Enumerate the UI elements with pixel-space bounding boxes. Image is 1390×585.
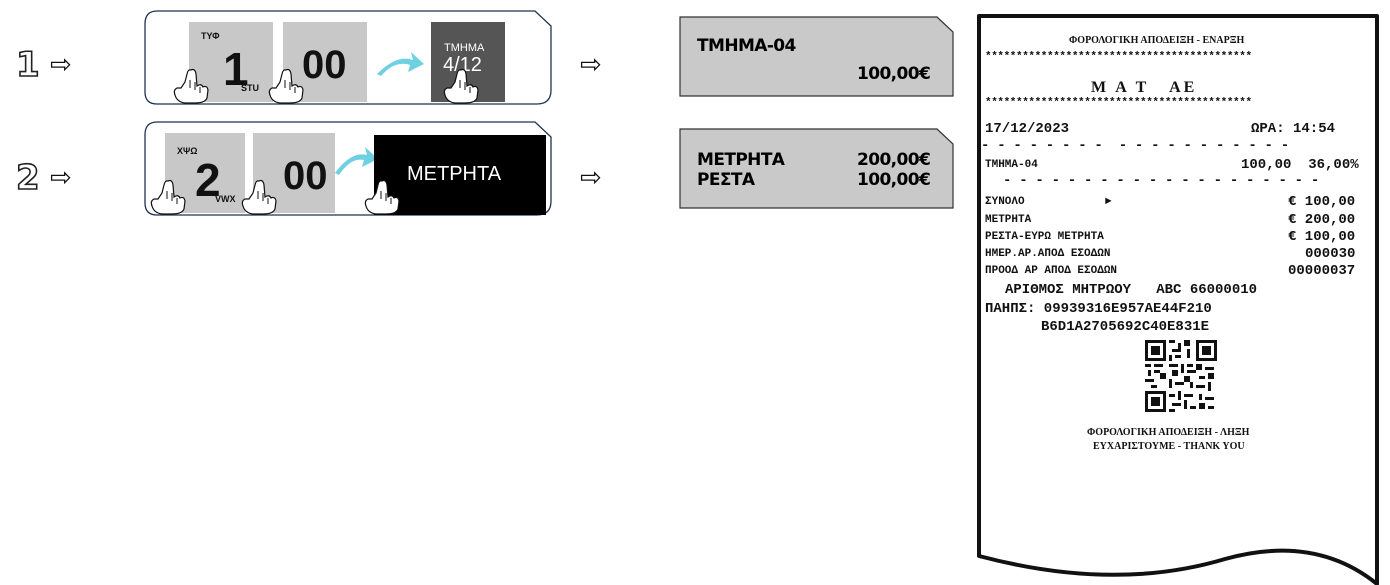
key-department-4-12[interactable]: ΤΜΗΜΑ 4/12 bbox=[431, 22, 505, 102]
receipt-register: ΑΡΙΘΜΟΣ ΜΗΤΡΩΟΥ ABC 66000010 bbox=[1005, 282, 1258, 298]
receipt-date: 17/12/2023 bbox=[985, 121, 1070, 137]
receipt-prog-label: ΠΡΟΟΔ ΑΡ ΑΠΟΔ ΕΣΟΔΩΝ bbox=[985, 265, 1118, 277]
receipt-daily-label: ΗΜΕΡ.ΑΡ.ΑΠΟΔ ΕΣΟΔΩΝ bbox=[985, 248, 1111, 260]
key-2-main-label: 2 bbox=[195, 154, 221, 206]
key-1-top-label: ΤΥΦ bbox=[201, 31, 220, 41]
tap-hand-icon bbox=[268, 68, 304, 104]
receipt-stars: ****************************************… bbox=[985, 97, 1252, 109]
receipt-total-marker: ► bbox=[1105, 196, 1112, 208]
receipt-signature-2: B6D1A2705692C40E831E bbox=[1041, 319, 1210, 335]
key-2-bottom-label: VWX bbox=[215, 194, 236, 204]
receipt-dashes: - - - - - - - - - - - - - - - - - - - bbox=[981, 138, 1289, 154]
step-number-2: 2 bbox=[15, 158, 40, 198]
tap-hand-icon bbox=[364, 179, 400, 215]
arrow-icon: ⇨ bbox=[50, 50, 72, 80]
key-00-label: 00 bbox=[302, 43, 347, 87]
display-row2-label: ΡΕΣΤΑ bbox=[697, 170, 755, 190]
display-line1: ΤΜΗΜΑ-04 bbox=[697, 36, 796, 56]
receipt-footer-1: ΦΟΡΟΛΟΓΙΚΗ ΑΠΟΔΕΙΞΗ - ΛΗΞΗ bbox=[1087, 427, 1250, 438]
receipt-cash-value: € 200,00 bbox=[1288, 212, 1356, 228]
display-step-2: ΜΕΤΡΗΤΑ 200,00€ ΡΕΣΤΑ 100,00€ bbox=[679, 128, 955, 210]
receipt-total-value: € 100,00 bbox=[1288, 194, 1356, 210]
tap-hand-icon bbox=[241, 179, 277, 215]
display-row2-value: 100,00€ bbox=[857, 170, 931, 190]
receipt: ΦΟΡΟΛΟΓΙΚΗ ΑΠΟΔΕΙΞΗ - ΕΝΑΡΞΗ ***********… bbox=[975, 14, 1380, 585]
display-line2: 100,00€ bbox=[857, 64, 931, 84]
receipt-time: ΩΡΑ: 14:54 bbox=[1251, 121, 1336, 137]
key-1-bottom-label: STU bbox=[241, 83, 259, 93]
step-number-1: 1 bbox=[15, 45, 40, 85]
receipt-dashes: - - - - - - - - - - - - - - - - - - - - bbox=[1003, 173, 1319, 189]
tap-hand-icon bbox=[173, 68, 209, 104]
receipt-total-label: ΣΥΝΟΛΟ bbox=[985, 196, 1025, 208]
receipt-dept-name: ΤΜΗΜΑ-04 bbox=[985, 159, 1038, 171]
key-00[interactable]: 00 bbox=[283, 22, 367, 102]
key-2[interactable]: ΧΨΩ 2 VWX bbox=[165, 133, 245, 213]
tap-hand-icon bbox=[150, 179, 186, 215]
curved-arrow-icon bbox=[335, 147, 378, 175]
display-step-1: ΤΜΗΜΑ-04 100,00€ bbox=[679, 16, 955, 98]
receipt-daily-value: 000030 bbox=[1305, 246, 1356, 262]
receipt-change-label: ΡΕΣΤΑ-ΕΥΡΩ ΜΕΤΡΗΤΑ bbox=[985, 231, 1104, 243]
display-row1-value: 200,00€ bbox=[857, 150, 931, 170]
receipt-change-value: € 100,00 bbox=[1288, 229, 1356, 245]
receipt-stars: ****************************************… bbox=[985, 51, 1252, 63]
keypad-panel-step-2: ΧΨΩ 2 VWX 00 ΜΕΤΡΗΤΑ bbox=[143, 121, 553, 217]
arrow-icon: ⇨ bbox=[580, 163, 602, 193]
arrow-icon: ⇨ bbox=[580, 50, 602, 80]
key-cash-label: ΜΕΤΡΗΤΑ bbox=[407, 163, 502, 185]
key-department-top-label: ΤΜΗΜΑ bbox=[444, 42, 485, 54]
receipt-signature-1: ΠΑΗΠΣ: 09939316E957AE44F210 bbox=[985, 301, 1212, 317]
keypad-panel-step-1: ΤΥΦ 1 STU 00 ΤΜΗΜΑ 4/12 bbox=[143, 10, 553, 106]
qr-code bbox=[1145, 340, 1217, 412]
receipt-company: Μ Α Τ ΑΕ bbox=[1091, 79, 1198, 96]
key-00-label: 00 bbox=[283, 154, 328, 198]
key-department-main-label: 4/12 bbox=[443, 54, 482, 76]
tap-hand-icon bbox=[443, 68, 479, 104]
key-1-main-label: 1 bbox=[223, 43, 249, 95]
key-cash[interactable]: ΜΕΤΡΗΤΑ bbox=[374, 135, 546, 215]
display-row1-label: ΜΕΤΡΗΤΑ bbox=[697, 150, 785, 170]
receipt-header: ΦΟΡΟΛΟΓΙΚΗ ΑΠΟΔΕΙΞΗ - ΕΝΑΡΞΗ bbox=[1069, 35, 1245, 46]
receipt-cash-label: ΜΕΤΡΗΤΑ bbox=[985, 214, 1032, 226]
curved-arrow-icon bbox=[377, 52, 424, 76]
key-2-top-label: ΧΨΩ bbox=[177, 146, 198, 156]
receipt-prog-value: 00000037 bbox=[1288, 263, 1356, 279]
receipt-dept-values: 100,00 36,00% bbox=[1241, 157, 1359, 173]
arrow-icon: ⇨ bbox=[50, 163, 72, 193]
receipt-footer-2: ΕΥΧΑΡΙΣΤΟΥΜΕ - THANK YOU bbox=[1093, 441, 1245, 452]
